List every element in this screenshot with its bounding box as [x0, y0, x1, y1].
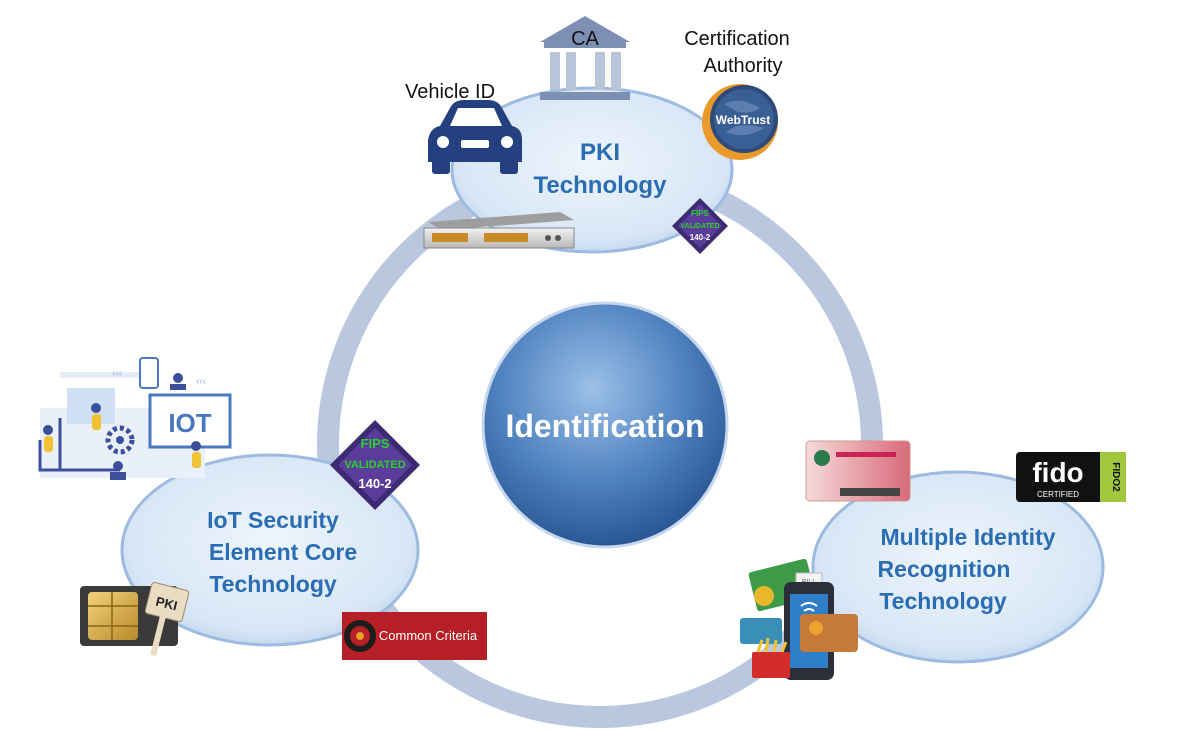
- svg-text:VALIDATED: VALIDATED: [344, 459, 405, 471]
- identity-node-line3: Technology: [879, 588, 1007, 614]
- iot-node-line1: IoT Security: [207, 507, 339, 533]
- hsm-device: [423, 212, 575, 249]
- certification-authority-label-1: Certification: [684, 28, 790, 50]
- fips-badge-iot: FIPS VALIDATED 140-2: [330, 420, 420, 510]
- fido-certified-text: CERTIFIED: [1037, 490, 1079, 499]
- svg-text:‹‹‹: ‹‹‹: [112, 368, 122, 379]
- common-criteria-badge: Common Criteria: [342, 612, 487, 660]
- pki-tag: PKI: [144, 582, 190, 657]
- iot-sign-text: IOT: [168, 408, 211, 438]
- svg-text:140-2: 140-2: [358, 476, 391, 491]
- webtrust-seal: WebTrust: [702, 84, 778, 160]
- identity-node-line2: Recognition: [878, 556, 1011, 582]
- pki-node: PKI Technology: [450, 86, 734, 254]
- payment-illustration: BILL: [740, 558, 858, 680]
- svg-text:140-2: 140-2: [690, 233, 711, 242]
- common-criteria-text: Common Criteria: [379, 628, 478, 643]
- ca-label: CA: [571, 28, 599, 50]
- svg-text:VALIDATED: VALIDATED: [680, 223, 719, 230]
- identity-node: Multiple Identity Recognition Technology: [811, 470, 1105, 664]
- gear-icon: [105, 425, 135, 455]
- car-icon: [428, 100, 522, 174]
- center-label: Identification: [505, 408, 704, 444]
- pki-node-line2: Technology: [534, 172, 668, 199]
- center-node: Identification: [481, 301, 729, 549]
- svg-text:FIPS: FIPS: [361, 436, 390, 451]
- iot-node-line3: Technology: [209, 571, 337, 597]
- pki-node-line1: PKI: [580, 139, 620, 166]
- webtrust-text: WebTrust: [716, 113, 770, 127]
- iot-node: IoT Security Element Core Technology: [120, 453, 420, 647]
- iot-illustration: IOT ‹‹‹ ‹‹‹: [38, 357, 232, 480]
- id-card: [805, 440, 911, 502]
- fido-badge: fido CERTIFIED FIDO2: [1016, 452, 1126, 502]
- fips-badge-pki: FIPS VALIDATED 140-2: [672, 198, 728, 254]
- svg-text:FIPS: FIPS: [691, 209, 709, 218]
- vehicle-id-label: Vehicle ID: [405, 81, 495, 103]
- fido2-side-text: FIDO2: [1110, 462, 1121, 492]
- pki-tag-text: PKI: [154, 594, 179, 614]
- svg-text:‹‹‹: ‹‹‹: [196, 376, 206, 387]
- bank-icon: [540, 16, 630, 100]
- identity-node-line1: Multiple Identity: [880, 524, 1055, 550]
- certification-authority-label-2: Authority: [704, 55, 783, 77]
- person-figure: [43, 425, 53, 435]
- fido-brand-text: fido: [1032, 457, 1083, 488]
- iot-node-line2: Element Core: [209, 539, 357, 565]
